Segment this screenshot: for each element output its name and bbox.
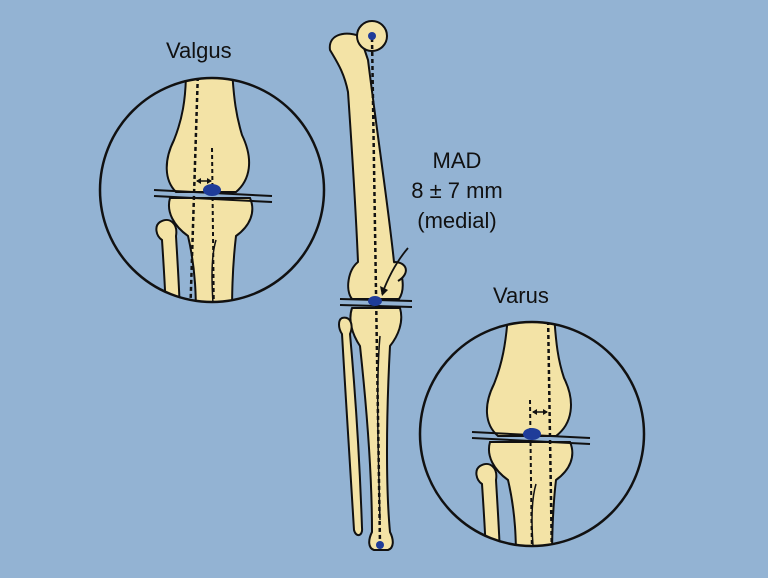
valgus-inset bbox=[98, 76, 326, 304]
mad-annotation: MAD 8 ± 7 mm (medial) bbox=[398, 146, 516, 236]
ankle-center-point bbox=[376, 541, 384, 549]
mechanical-axis-line bbox=[370, 37, 382, 546]
knee-center-point bbox=[368, 296, 382, 306]
valgus-label: Valgus bbox=[166, 38, 232, 63]
varus-inset bbox=[418, 320, 646, 548]
mad-side: (medial) bbox=[417, 208, 497, 233]
valgus-tibia bbox=[168, 197, 254, 302]
tibial-joint-line bbox=[339, 304, 413, 308]
full-leg bbox=[328, 20, 413, 551]
fibula bbox=[338, 316, 364, 536]
mad-value: 8 ± 7 mm bbox=[411, 178, 503, 203]
valgus-knee-center-line bbox=[211, 147, 215, 302]
hip-center-point bbox=[368, 32, 376, 40]
varus-fibula bbox=[475, 462, 502, 546]
mad-title: MAD bbox=[432, 148, 482, 173]
varus-knee-center-line bbox=[529, 399, 533, 546]
valgus-femur bbox=[165, 78, 251, 193]
varus-mechanical-axis bbox=[546, 322, 554, 546]
valgus-inset-border bbox=[98, 76, 326, 304]
varus-inset-border bbox=[418, 320, 646, 548]
tibia bbox=[349, 307, 403, 551]
varus-label: Varus bbox=[493, 283, 549, 308]
mad-arrowhead bbox=[380, 286, 388, 296]
femur bbox=[328, 32, 404, 300]
